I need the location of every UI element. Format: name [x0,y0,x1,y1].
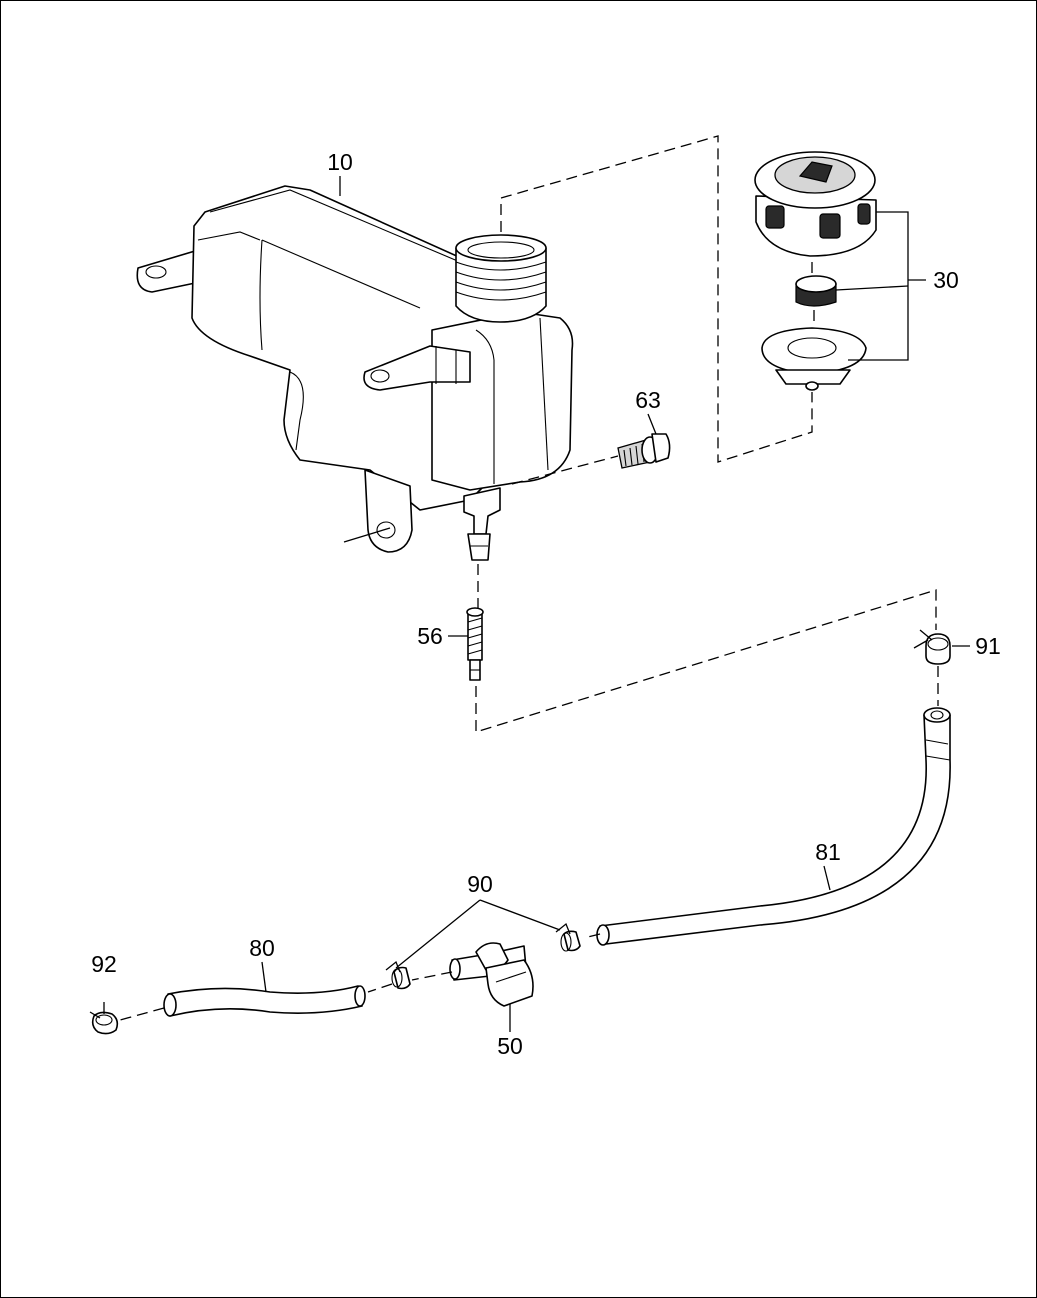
callout-63: 63 [635,387,661,413]
fuel-filter[interactable] [467,608,483,680]
fuel-shutoff-valve[interactable] [450,943,533,1006]
fuel-hose-short[interactable] [164,986,365,1016]
bolt[interactable] [618,434,670,468]
fuel-tank[interactable] [137,186,572,560]
callout-92: 92 [91,951,117,977]
fuel-cap-assembly[interactable] [755,152,876,390]
callout-30: 30 [933,267,959,293]
callout-90: 90 [467,871,493,897]
callout-50: 50 [497,1033,523,1059]
callout-80: 80 [249,935,275,961]
callout-56: 56 [417,623,443,649]
callout-81: 81 [815,839,841,865]
callout-10: 10 [327,149,353,175]
hose-clamp-end[interactable] [90,1002,117,1034]
hose-clamp-top[interactable] [914,630,950,664]
callout-91: 91 [975,633,1001,659]
fuel-hose-long[interactable] [597,708,950,945]
